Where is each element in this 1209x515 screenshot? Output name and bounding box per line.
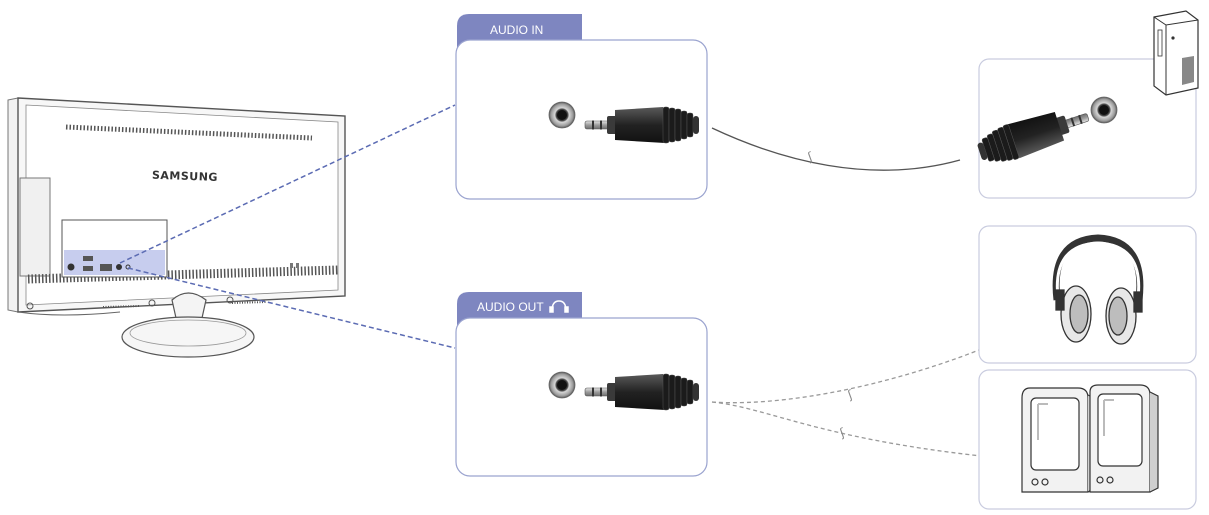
computer-tower-icon <box>1153 10 1199 96</box>
computer-jack <box>1090 96 1118 124</box>
headphones-device-panel <box>978 225 1197 364</box>
callout-line-audio-out <box>127 267 456 349</box>
svg-text:ʃ: ʃ <box>845 387 855 402</box>
headphone-small-icon <box>549 300 569 313</box>
audio-cable <box>711 127 961 171</box>
audio-in-jack <box>548 101 576 129</box>
computer-device-panel <box>973 10 1199 199</box>
audio-out-panel: AUDIO OUT <box>455 292 708 477</box>
svg-text:ʃ: ʃ <box>805 149 815 164</box>
port-highlight <box>64 250 165 275</box>
audio-in-label: AUDIO IN <box>490 23 543 37</box>
audio-out-jack <box>548 371 576 399</box>
monitor-back-illustration: SAMSUNG <box>7 97 346 358</box>
headphones-icon <box>1052 234 1144 345</box>
monitor-brand-logo: SAMSUNG <box>152 169 218 184</box>
callout-lines <box>119 104 456 349</box>
audio-out-label: AUDIO OUT <box>477 300 544 314</box>
callout-line-audio-in <box>119 104 456 264</box>
speakers-device-panel <box>978 369 1197 510</box>
svg-text:ʃ: ʃ <box>837 425 847 440</box>
audio-in-panel: AUDIO IN <box>455 14 708 200</box>
speakers-icon <box>1021 384 1159 493</box>
